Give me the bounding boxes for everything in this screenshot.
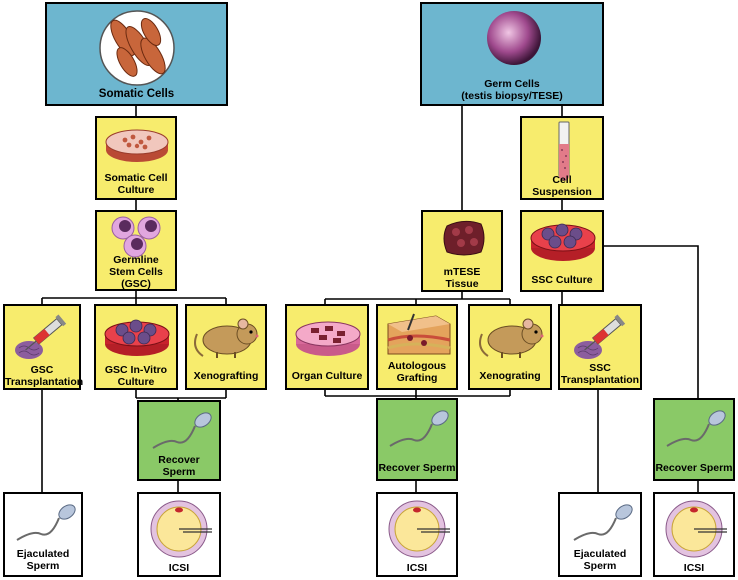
ejaculated-sperm-box-1: Ejaculated Sperm [3, 492, 83, 577]
cell-suspension-label: Cell Suspension [532, 174, 592, 198]
gsc-box: Germline Stem Cells (GSC) [95, 210, 177, 291]
oocyte-icsi-icon [388, 500, 450, 558]
ejaculated-sperm-label-1: Ejaculated Sperm [16, 548, 70, 572]
mtese-tissue-box: mTESE Tissue [421, 210, 503, 292]
xenografting-box-left: Xenografting [185, 304, 267, 390]
ssc-transplantation-box: SSC Transplantation [558, 304, 642, 390]
ssc-transplantation-label: SSC Transplantation [560, 362, 640, 386]
somatic-cells-icon [99, 10, 175, 86]
syringe-injection-icon [15, 314, 67, 359]
icsi-box-3: ICSI [653, 492, 735, 577]
recover-sperm-label-1: Recover Sperm [158, 454, 200, 478]
somatic-cells-box: Somatic Cells [45, 2, 228, 106]
icsi-label-1: ICSI [168, 562, 190, 574]
organ-culture-label: Organ Culture [291, 370, 363, 382]
somatic-cell-culture-label: Somatic Cell Culture [104, 172, 168, 196]
icsi-box-2: ICSI [376, 492, 458, 577]
recover-sperm-box-2: Recover Sperm [376, 398, 458, 481]
syringe-injection-icon [574, 314, 626, 359]
gsc-transplantation-box: GSC Transplantation [3, 304, 84, 390]
test-tube-icon [558, 121, 570, 181]
recover-sperm-box-1: Recover Sperm [137, 400, 221, 481]
recover-sperm-box-3: Recover Sperm [653, 398, 735, 481]
ssc-culture-label: SSC Culture [531, 274, 593, 286]
recover-sperm-label-2: Recover Sperm [378, 462, 456, 474]
germ-cells-box: Germ Cells (testis biopsy/TESE) [420, 2, 604, 106]
germ-cell-icon [487, 11, 541, 65]
culture-dish-icon [530, 223, 596, 261]
ejaculated-sperm-box-2: Ejaculated Sperm [558, 492, 642, 577]
petri-dish-icon [105, 129, 169, 162]
sperm-icon [666, 410, 726, 447]
icsi-box-1: ICSI [137, 492, 221, 577]
ejaculated-sperm-label-2: Ejaculated Sperm [573, 548, 627, 572]
germ-cells-label: Germ Cells (testis biopsy/TESE) [461, 78, 563, 102]
sperm-icon [573, 504, 633, 541]
sperm-icon [152, 412, 212, 449]
xenografting-label-left: Xenografting [193, 370, 259, 382]
gsc-in-vitro-culture-box: GSC In-Vitro Culture [94, 304, 178, 390]
oocyte-icsi-icon [150, 500, 212, 558]
autologous-grafting-label: Autologous Grafting [387, 360, 447, 384]
ssc-culture-box: SSC Culture [520, 210, 604, 292]
organ-culture-box: Organ Culture [285, 304, 369, 390]
oocyte-icsi-icon [665, 500, 727, 558]
gsc-transplantation-label: GSC Transplantation [5, 364, 84, 388]
mouse-icon [194, 318, 259, 358]
icsi-label-2: ICSI [406, 562, 428, 574]
xenograting-label-right: Xenograting [479, 370, 541, 382]
icsi-label-3: ICSI [683, 562, 705, 574]
recover-sperm-label-3: Recover Sperm [655, 462, 733, 474]
skin-graft-icon [387, 313, 451, 355]
culture-dish-icon [104, 319, 170, 356]
mtese-tissue-label: mTESE Tissue [443, 266, 481, 290]
cell-suspension-box: Cell Suspension [520, 116, 604, 200]
sperm-icon [16, 504, 76, 541]
organ-culture-dish-icon [295, 321, 361, 356]
mouse-icon [479, 318, 544, 358]
sperm-icon [389, 410, 449, 447]
tissue-icon [443, 220, 485, 256]
somatic-cell-culture-box: Somatic Cell Culture [95, 116, 177, 200]
gsc-label: Germline Stem Cells (GSC) [109, 254, 163, 290]
gsc-in-vitro-culture-label: GSC In-Vitro Culture [104, 364, 168, 388]
xenograting-box-right: Xenograting [468, 304, 552, 390]
somatic-cells-label: Somatic Cells [98, 88, 175, 100]
stem-cells-icon [111, 216, 161, 258]
autologous-grafting-box: Autologous Grafting [376, 304, 458, 390]
